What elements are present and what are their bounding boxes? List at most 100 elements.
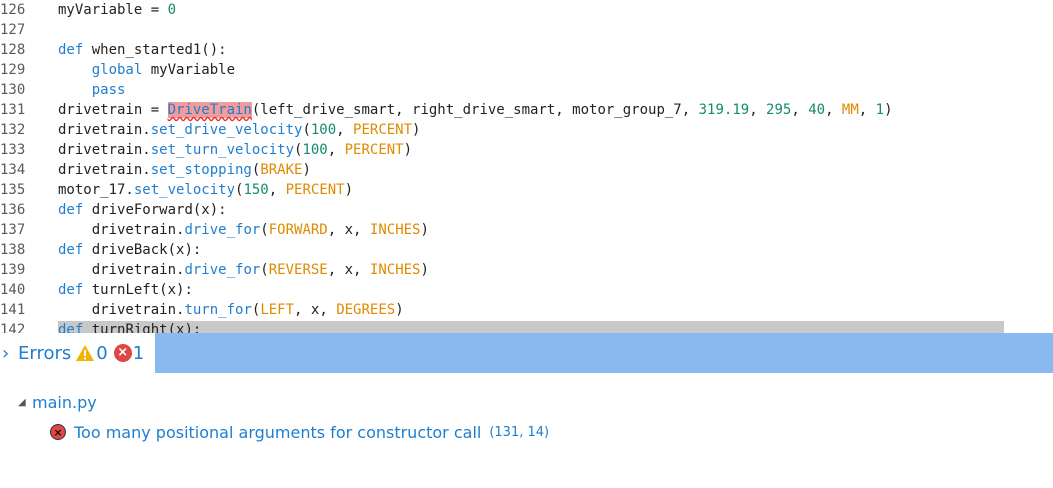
code-line[interactable]: 134 drivetrain.set_stopping(BRAKE) (0, 160, 1053, 180)
line-number: 128 (0, 42, 26, 58)
error-circle-icon: × (50, 424, 66, 440)
code-token: myVariable = (58, 2, 168, 18)
line-number: 137 (0, 222, 26, 238)
code-token: motor_17. (58, 182, 134, 198)
line-code[interactable]: drivetrain.drive_for(FORWARD, x, INCHES) (58, 220, 429, 240)
code-token: drive_for (184, 262, 261, 278)
line-code[interactable]: def turnRight(x): (58, 320, 201, 333)
line-number: 141 (0, 302, 26, 318)
error-count: 1 (132, 342, 145, 364)
code-token: turn_for (184, 302, 252, 318)
code-line[interactable]: 128 def when_started1(): (0, 40, 1053, 60)
code-token: , (327, 142, 345, 158)
line-code[interactable]: drivetrain.turn_for(LEFT, x, DEGREES) (58, 300, 404, 320)
line-code[interactable]: pass (58, 80, 126, 100)
code-line[interactable]: 141 drivetrain.turn_for(LEFT, x, DEGREES… (0, 300, 1053, 320)
code-token: drive_for (184, 222, 261, 238)
code-token: ) (420, 262, 429, 278)
code-token: 100 (302, 142, 328, 158)
code-line[interactable]: 130 pass (0, 80, 1053, 100)
code-token: 0 (167, 2, 177, 18)
code-line[interactable]: 137 drivetrain.drive_for(FORWARD, x, INC… (0, 220, 1053, 240)
line-number: 126 (0, 2, 26, 18)
code-token: , x, (327, 262, 370, 278)
line-number: 140 (0, 282, 26, 298)
errors-panel-header-bar (155, 333, 1053, 373)
line-number: 134 (0, 162, 26, 178)
code-line[interactable]: 133 drivetrain.set_turn_velocity(100, PER… (0, 140, 1053, 160)
line-code[interactable]: def driveBack(x): (58, 240, 201, 260)
code-token: 1 (875, 102, 885, 118)
triangle-collapse-icon[interactable]: ◢ (18, 396, 26, 408)
line-code[interactable]: def driveForward(x): (58, 200, 227, 220)
line-code[interactable]: myVariable = 0 (58, 0, 176, 20)
code-token: pass (91, 82, 126, 98)
line-code[interactable]: drivetrain.set_drive_velocity(100, PERCE… (58, 120, 420, 140)
errors-panel-title: Errors (18, 342, 72, 364)
line-number: 136 (0, 202, 26, 218)
code-token (58, 62, 92, 78)
chevron-right-icon[interactable]: › (2, 342, 10, 364)
line-code[interactable]: drivetrain = DriveTrain(left_drive_smart… (58, 100, 893, 120)
code-token: driveBack(x): (83, 242, 202, 258)
code-editor[interactable]: 126 myVariable = 0 127 128 def when_started1… (0, 0, 1053, 333)
code-token: myVariable (142, 62, 236, 78)
line-code[interactable]: def when_started1(): (58, 40, 227, 60)
line-number: 129 (0, 62, 26, 78)
problems-file-name[interactable]: main.py (32, 392, 97, 412)
code-token: PERCENT (353, 122, 413, 138)
line-number: 127 (0, 22, 26, 38)
problem-message[interactable]: Too many positional arguments for constr… (74, 422, 482, 442)
code-token: , x, (327, 222, 370, 238)
code-token: def (58, 42, 84, 58)
code-line[interactable]: 140 def turnLeft(x): (0, 280, 1053, 300)
code-token: drivetrain. (58, 122, 151, 138)
problems-file-row[interactable]: ◢ main.py (18, 391, 97, 413)
code-line[interactable]: 126 myVariable = 0 (0, 0, 1053, 20)
code-line[interactable]: 136 def driveForward(x): (0, 200, 1053, 220)
code-token: drivetrain. (58, 222, 185, 238)
code-line[interactable]: 139 drivetrain.drive_for(REVERSE, x, INC… (0, 260, 1053, 280)
code-token: ( (260, 262, 269, 278)
code-token: FORWARD (268, 222, 328, 238)
errors-panel-summary[interactable]: › Errors 0 × 1 (0, 333, 155, 373)
code-token: DEGREES (336, 302, 396, 318)
code-line[interactable]: 127 (0, 20, 1053, 40)
line-code[interactable]: drivetrain.set_stopping(BRAKE) (58, 160, 311, 180)
line-number: 133 (0, 142, 26, 158)
code-token: drivetrain. (58, 302, 185, 318)
code-token: LEFT (260, 302, 295, 318)
line-code[interactable]: def turnLeft(x): (58, 280, 193, 300)
code-token: , (749, 102, 767, 118)
code-token: def (58, 322, 84, 333)
code-token: ) (412, 122, 421, 138)
code-token: turnRight(x): (83, 322, 202, 333)
code-token: , (791, 102, 809, 118)
line-code[interactable]: drivetrain.drive_for(REVERSE, x, INCHES) (58, 260, 429, 280)
line-code[interactable]: motor_17.set_velocity(150, PERCENT) (58, 180, 353, 200)
problem-item[interactable]: × Too many positional arguments for cons… (50, 421, 549, 443)
line-number: 139 (0, 262, 26, 278)
code-token: set_turn_velocity (150, 142, 295, 158)
code-token: ( (251, 162, 261, 178)
code-token: 100 (310, 122, 337, 138)
code-line[interactable]: 129 global myVariable (0, 60, 1053, 80)
code-token: ( (294, 142, 303, 158)
code-token: turnLeft(x): (83, 282, 193, 298)
code-token: 40 (808, 102, 826, 118)
code-token (58, 82, 92, 98)
line-code[interactable]: global myVariable (58, 60, 235, 80)
code-token: def (58, 282, 84, 298)
code-token: 150 (243, 182, 269, 198)
errors-panel-header[interactable]: › Errors 0 × 1 (0, 333, 1053, 373)
code-token: , (336, 122, 354, 138)
code-token: global (91, 62, 143, 78)
warning-count: 0 (96, 342, 108, 364)
line-code[interactable]: drivetrain.set_turn_velocity(100, PERCEN… (58, 140, 412, 160)
code-token: ) (344, 182, 354, 198)
